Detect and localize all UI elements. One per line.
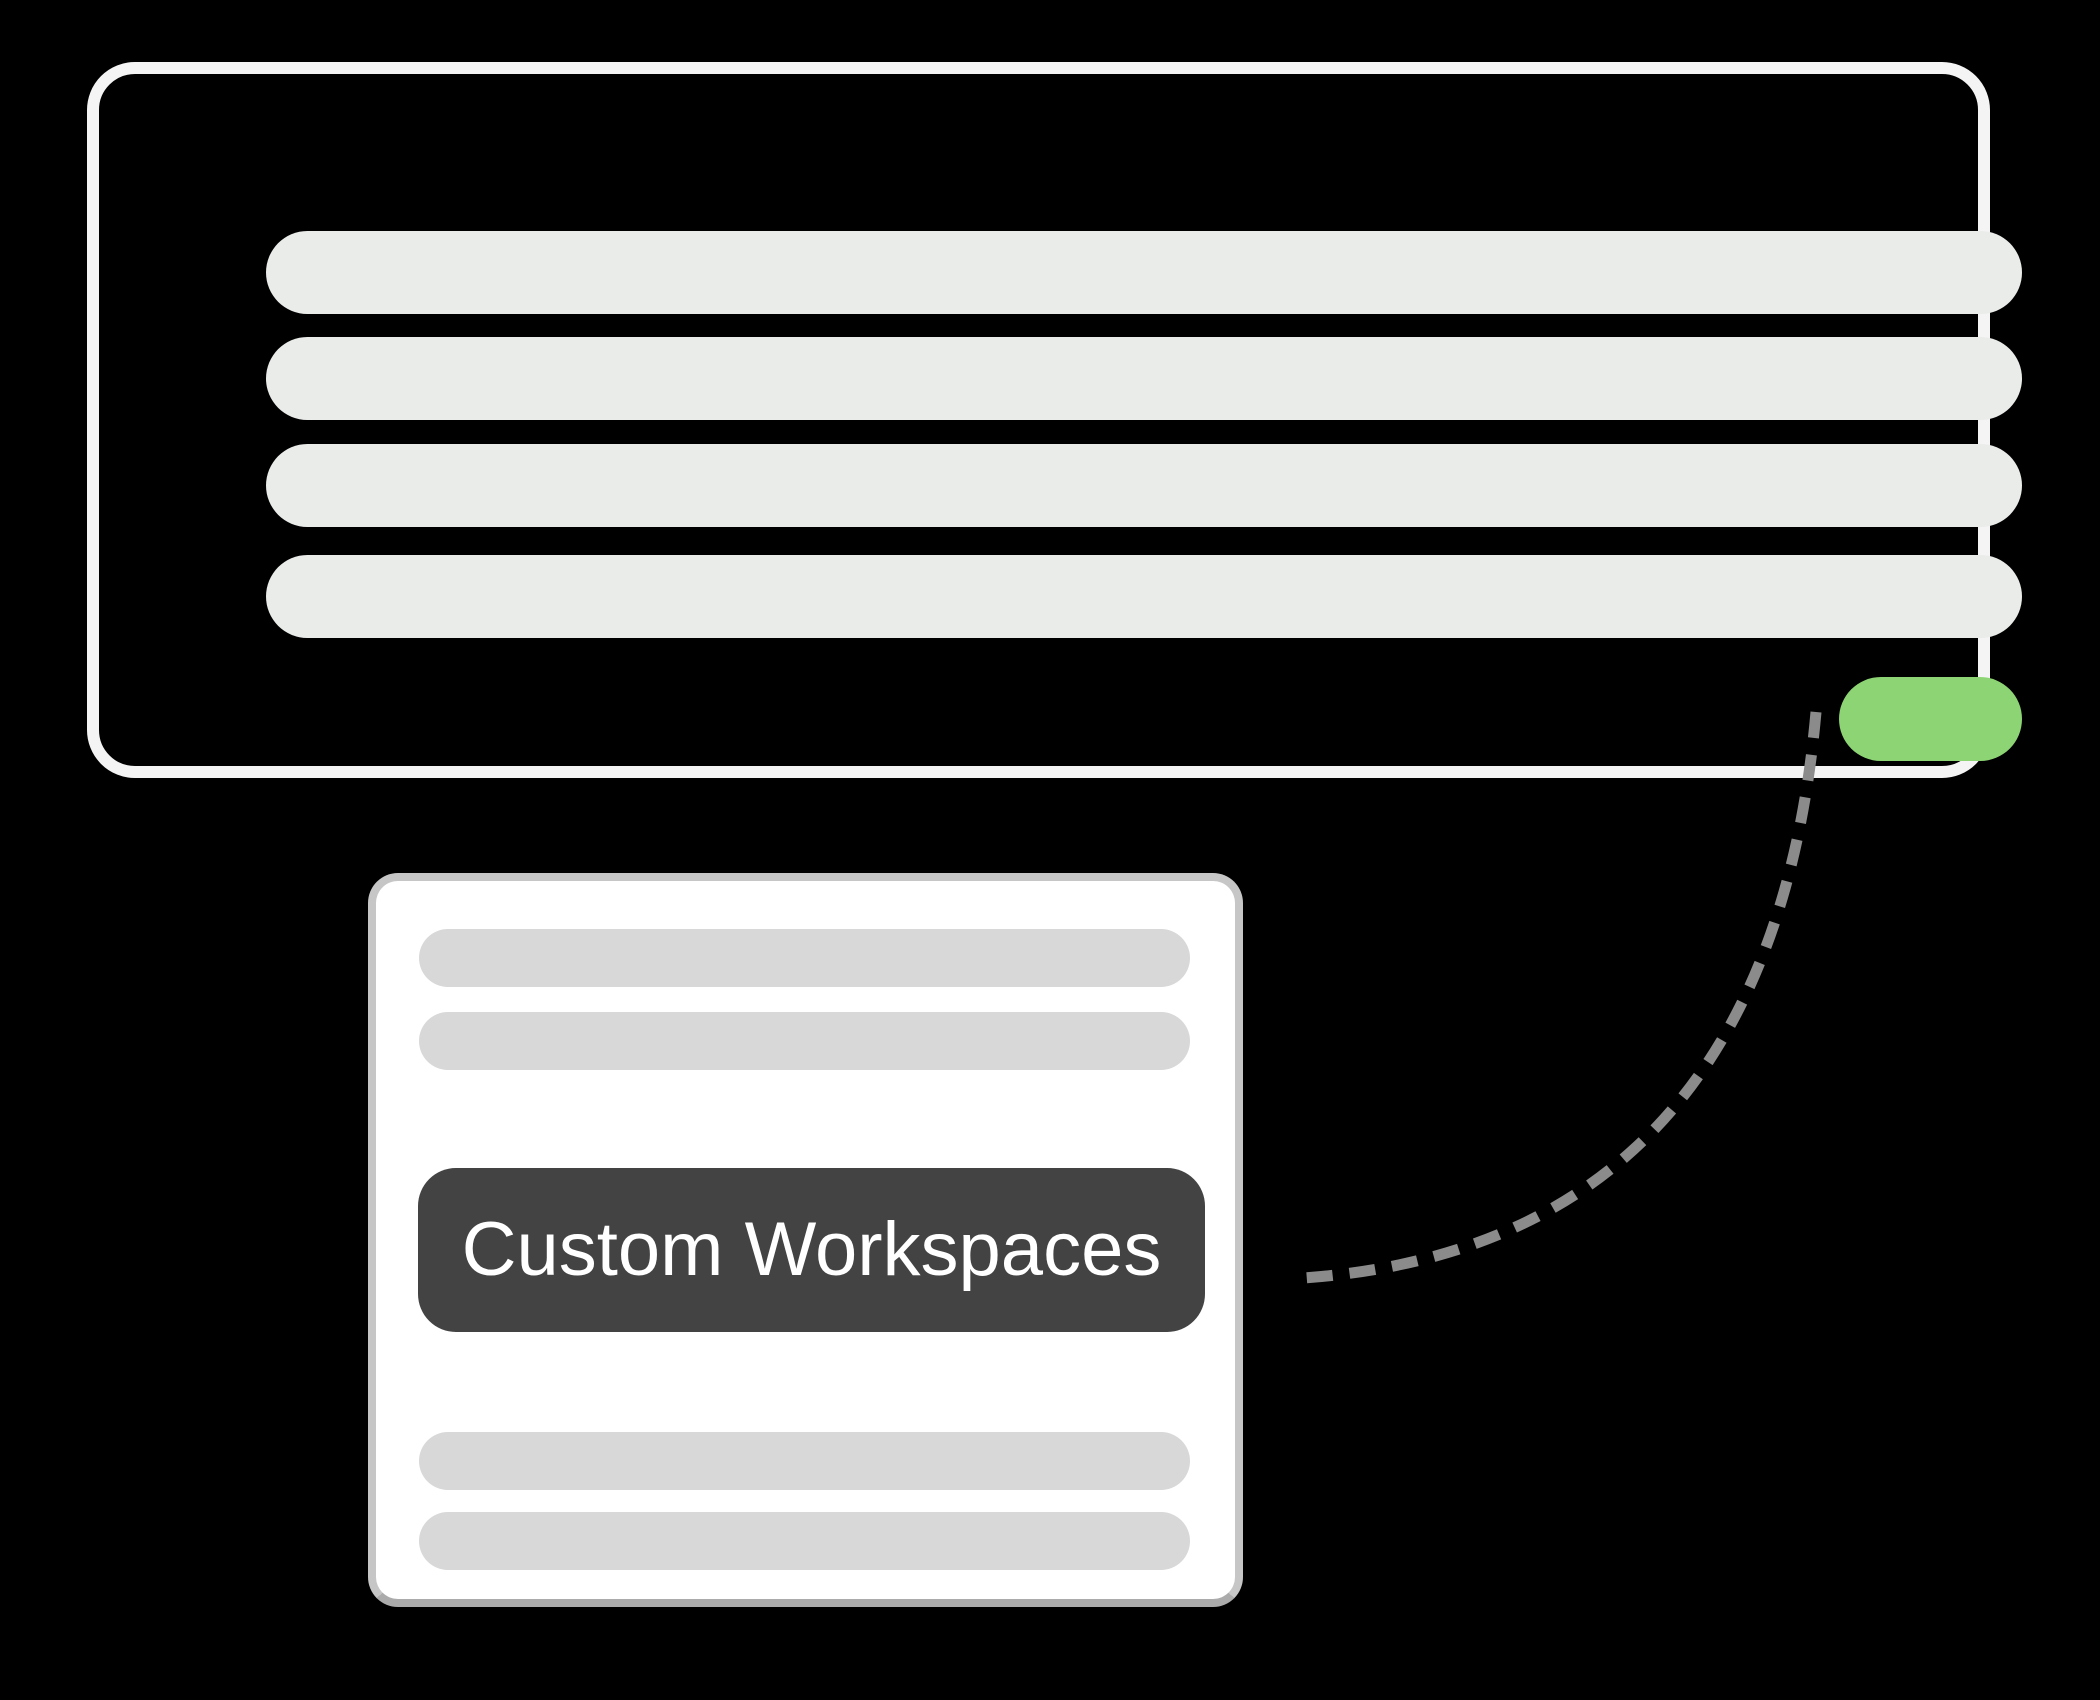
skeleton-row — [266, 231, 2022, 314]
connector-path — [1302, 711, 1822, 1284]
skeleton-row — [266, 444, 2022, 527]
skeleton-row — [419, 929, 1190, 987]
app-window — [87, 62, 2022, 778]
highlighted-action-button[interactable] — [1839, 677, 2022, 761]
skeleton-row — [419, 1432, 1190, 1490]
skeleton-row — [419, 1512, 1190, 1570]
skeleton-row — [266, 337, 2022, 420]
menu-card: Custom Workspaces — [368, 873, 1243, 1607]
skeleton-row — [419, 1012, 1190, 1070]
custom-workspaces-button[interactable]: Custom Workspaces — [418, 1168, 1205, 1332]
skeleton-row — [266, 555, 2022, 638]
